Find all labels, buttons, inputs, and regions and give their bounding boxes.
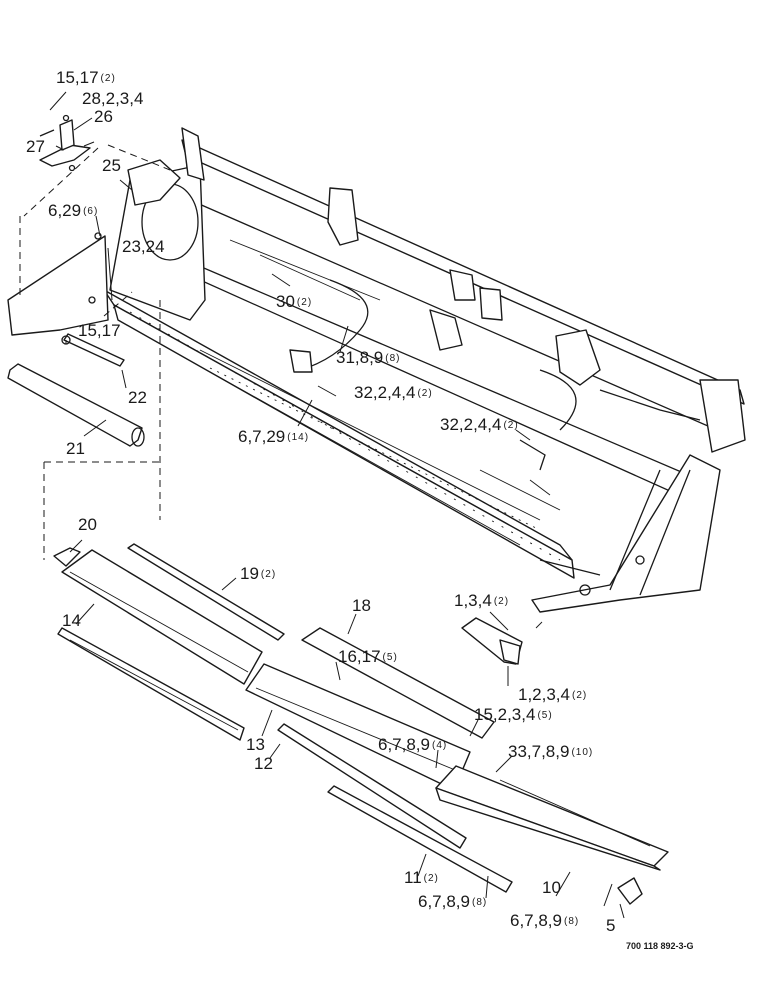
callout-28: 28,2,3,4: [82, 89, 144, 108]
callout-33: 33,7,8,9(10): [508, 742, 594, 761]
callout-15-2-3-4: 15,2,3,4(5): [474, 705, 553, 724]
header-frame: [103, 127, 746, 613]
callout-12: 12: [254, 754, 273, 773]
callout-13: 13: [246, 735, 265, 754]
callout-1-2-3-4: 1,2,3,4(2): [518, 685, 588, 704]
callout-6-29: 6,29(6): [48, 201, 99, 220]
callout-6-7-8-9-8-a: 6,7,8,9(8): [418, 892, 488, 911]
callout-32-a: 32,2,4,4(2): [354, 383, 433, 402]
callout-30: 30(2): [276, 292, 313, 311]
callout-14: 14: [62, 611, 81, 630]
skid-shoe-parts: [23, 114, 171, 217]
callout-16-17: 16,17(5): [338, 647, 398, 666]
callout-1-3-4: 1,3,4(2): [454, 591, 510, 610]
callout-21: 21: [66, 439, 85, 458]
figure-number: 700 118 892-3-G: [626, 941, 694, 951]
callout-5: 5: [606, 916, 616, 935]
callout-15-17-top: 15,17(2): [56, 68, 116, 87]
callout-11: 11(2): [404, 868, 439, 887]
callout-27: 27: [26, 137, 45, 156]
callout-6-7-29: 6,7,29(14): [238, 427, 310, 446]
callout-26: 26: [94, 107, 113, 126]
callout-23-24: 23,24: [122, 237, 165, 256]
callout-15-17: 15,17: [78, 321, 121, 340]
lower-panels: [53, 543, 669, 905]
leader-lines: [49, 91, 625, 919]
callout-18: 18: [352, 596, 371, 615]
callout-6-7-8-9-8-b: 6,7,8,9(8): [510, 911, 580, 930]
callout-31: 31,8,9(8): [336, 348, 401, 367]
callout-10: 10: [542, 878, 561, 897]
callout-32-b: 32,2,4,4(2): [440, 415, 519, 434]
callout-25: 25: [102, 156, 121, 175]
callout-22: 22: [128, 388, 147, 407]
callout-20: 20: [78, 515, 97, 534]
callout-6-7-8-9-4: 6,7,8,9(4): [378, 735, 448, 754]
callout-19: 19(2): [240, 564, 277, 583]
